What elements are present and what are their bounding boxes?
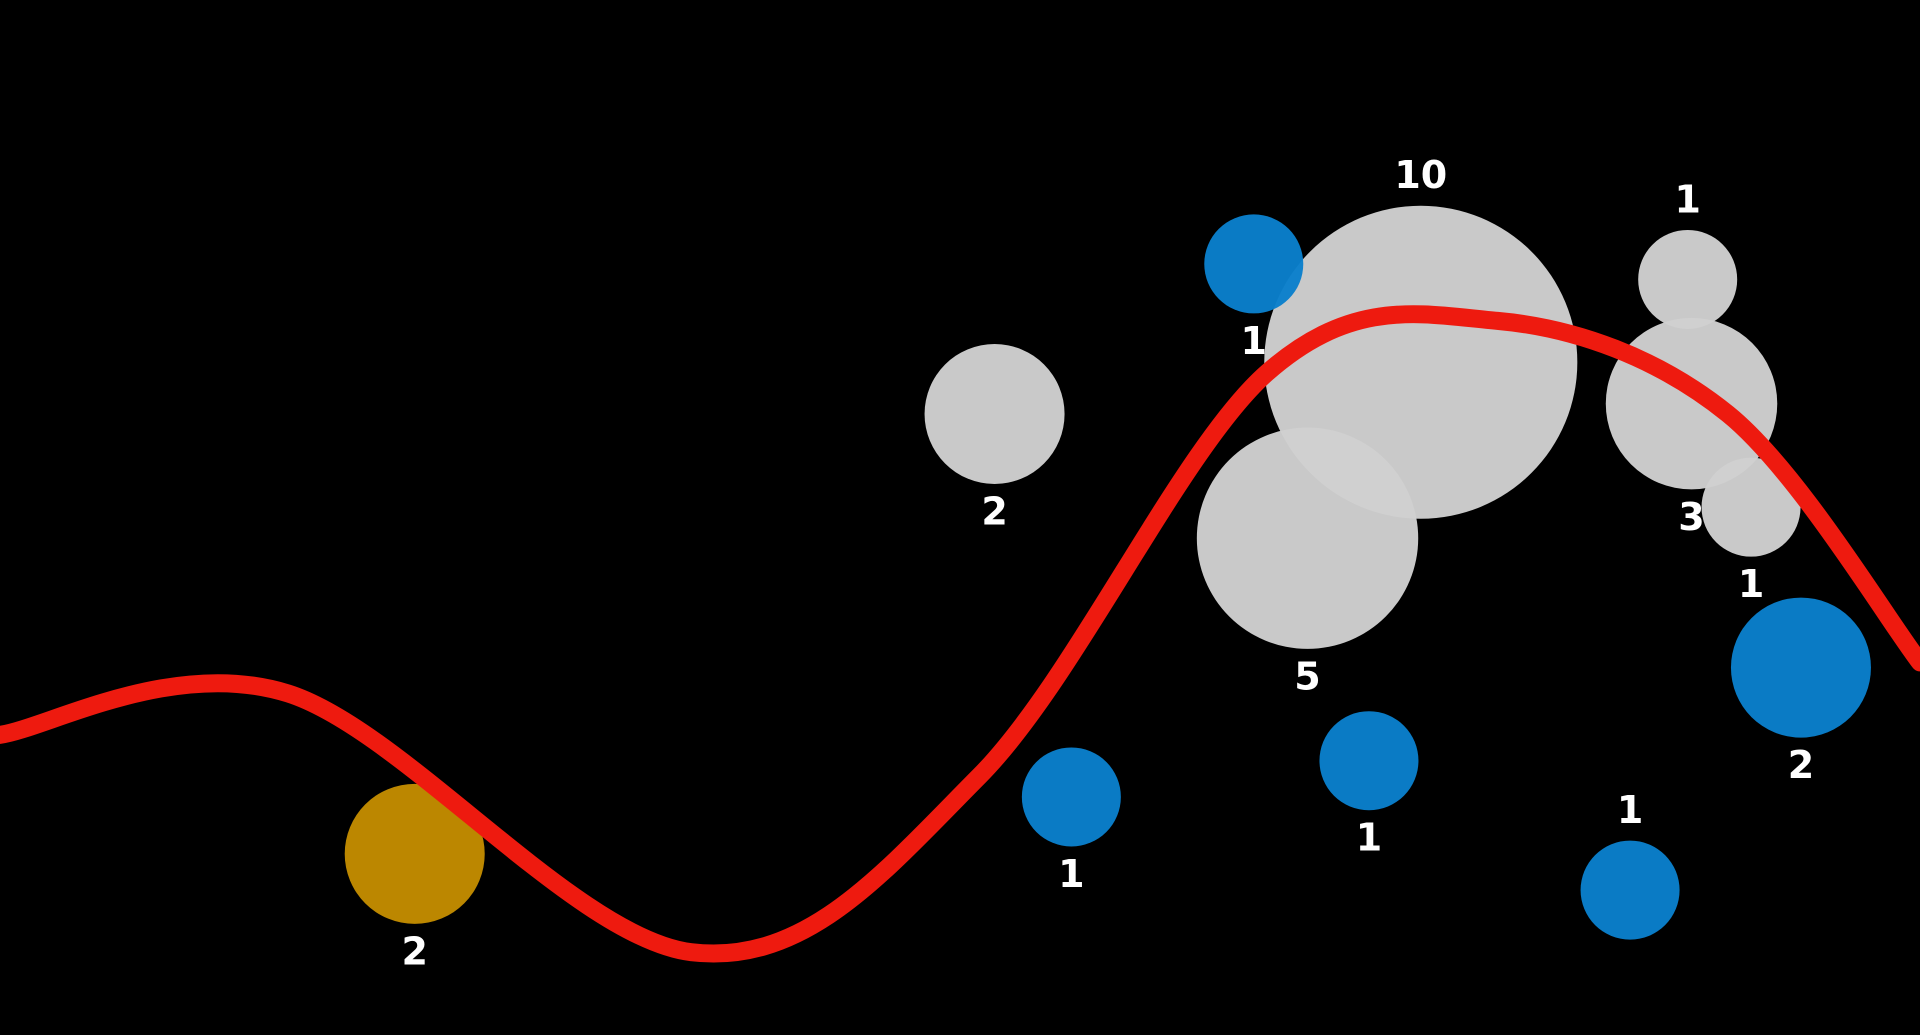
gray-bubble	[1638, 229, 1738, 329]
bubble-value-label: 2	[401, 929, 427, 973]
bubble-value-label: 2	[1788, 743, 1814, 787]
bubble-value-label: 1	[1058, 852, 1084, 896]
bubble-value-label: 1	[1674, 177, 1700, 221]
gray-bubble	[924, 343, 1065, 485]
blue-bubble	[1204, 214, 1304, 314]
bubble-value-label: 10	[1394, 153, 1447, 197]
bubble-value-label: 1	[1738, 562, 1764, 606]
gray-bubble	[1701, 457, 1801, 557]
gray-bubble	[1196, 427, 1419, 649]
bubble-value-label: 2	[981, 490, 1007, 534]
bubble-value-label: 1	[1617, 788, 1643, 832]
gold-bubble	[344, 783, 485, 924]
blue-bubble	[1580, 840, 1680, 940]
bubble-value-label: 5	[1294, 654, 1320, 698]
trend-curve	[0, 305, 1920, 963]
bubble-value-label: 3	[1678, 495, 1704, 539]
bubble-value-label: 1	[1241, 319, 1267, 363]
blue-bubble	[1319, 711, 1419, 811]
blue-bubble	[1021, 747, 1121, 847]
bubble-value-label: 1	[1356, 816, 1382, 860]
blue-bubble	[1730, 597, 1871, 738]
